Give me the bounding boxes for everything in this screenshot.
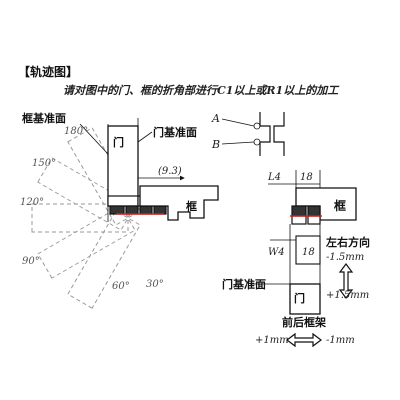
door-ghost-150 [67, 127, 141, 226]
door-label-right: 门 [294, 291, 305, 305]
angle-30: 30° [146, 279, 164, 290]
door-ghost-30 [67, 210, 141, 309]
door-ghost-60 [37, 205, 136, 279]
angle-60: 60° [112, 281, 130, 292]
door-ref-label-right: 门基准面 [222, 277, 266, 291]
point-a: A [211, 112, 220, 125]
frame-left [139, 185, 219, 221]
frame-label-right: 框 [334, 198, 346, 213]
door-swing-ghosts [31, 127, 141, 309]
minus-value: -1.5mm [326, 252, 364, 263]
door-solid [107, 125, 139, 207]
vertical-arrow [338, 263, 354, 299]
dim-w4: W4 [268, 247, 285, 258]
door-ref-label-left: 门基准面 [153, 125, 197, 139]
hinge-right [290, 205, 322, 225]
door-label-left: 门 [113, 135, 124, 149]
minus-1: -1mm [326, 335, 355, 346]
dim-18-top: 18 [300, 172, 313, 183]
plus-value: +1.5mm [326, 290, 369, 301]
instruction: 请对图中的门、框的折角部进行C1以上或R1以上的加工 [63, 84, 340, 97]
point-b: B [211, 138, 220, 151]
fb-frame: 前后框架 [282, 315, 326, 329]
dim-l4: L4 [267, 172, 281, 183]
horizontal-arrow [286, 332, 322, 348]
angle-180: 180° [64, 126, 88, 137]
lr-direction: 左右方向 [325, 235, 370, 249]
plus-1: +1mm [255, 335, 289, 346]
angle-120: 120° [20, 197, 44, 208]
door-ghost-120 [37, 157, 136, 231]
frame-ref-label: 框基准面 [22, 111, 66, 125]
detail-ab [259, 112, 271, 156]
door-right [289, 283, 321, 315]
heading: 【轨迹图】 [18, 64, 78, 79]
angle-90: 90° [22, 256, 40, 267]
dim-label-left: (9.3) [158, 166, 182, 177]
dim-18-bottom: 18 [302, 247, 315, 258]
angle-150: 150° [32, 158, 56, 169]
frame-label-left: 框 [186, 199, 197, 213]
door-ghost-90 [31, 203, 129, 233]
block-18 [295, 235, 321, 265]
